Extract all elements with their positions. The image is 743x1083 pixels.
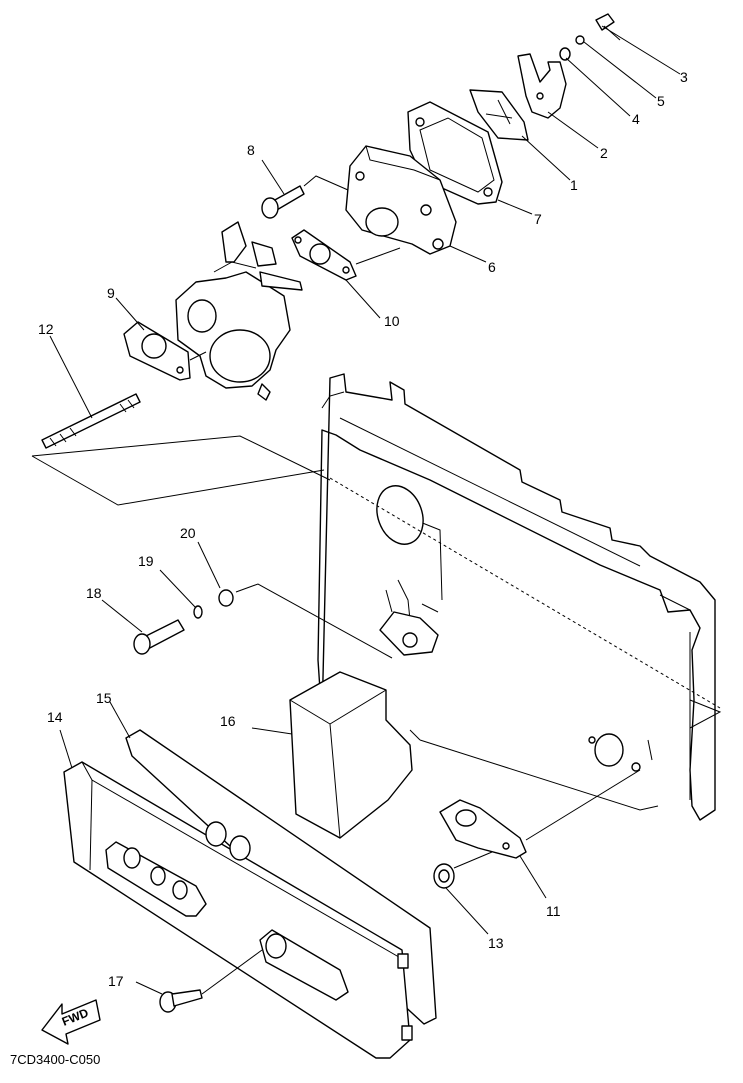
callout-9: 9	[107, 285, 115, 301]
callout-10: 10	[384, 313, 400, 329]
leader-lines	[49, 25, 681, 995]
gasket-part-9	[123, 321, 191, 381]
callout-19: 19	[138, 553, 154, 569]
screw-part-3	[595, 13, 621, 41]
callout-14: 14	[47, 709, 63, 725]
reed-plate-part-1	[469, 89, 529, 141]
stud-part-12	[41, 393, 141, 449]
callout-18: 18	[86, 585, 102, 601]
carburetor-assembly	[175, 221, 303, 401]
bolt-part-18	[133, 619, 185, 655]
engine-cover-panel	[317, 373, 716, 821]
callout-7: 7	[534, 211, 542, 227]
gasket-part-11	[439, 799, 527, 859]
callout-labels: 1 2 3 4 5 6 7 8 9 10 11 12 13 14 15 16 1…	[38, 69, 688, 989]
filter-element-part-16	[289, 671, 413, 839]
callout-2: 2	[600, 145, 608, 161]
forward-direction-arrow: FWD	[41, 999, 101, 1045]
nut-part-13	[433, 863, 455, 889]
assembly-line-12	[31, 435, 331, 481]
diagram-code: 7CD3400-C050	[10, 1052, 100, 1067]
callout-12: 12	[38, 321, 54, 337]
callout-3: 3	[680, 69, 688, 85]
callout-15: 15	[96, 690, 112, 706]
screw-part-17	[159, 989, 203, 1013]
washer-part-4	[559, 47, 571, 61]
washer-part-20	[218, 589, 234, 607]
callout-6: 6	[488, 259, 496, 275]
callout-4: 4	[632, 111, 640, 127]
callout-17: 17	[108, 973, 124, 989]
callout-1: 1	[570, 177, 578, 193]
callout-11: 11	[546, 903, 561, 919]
washer-part-5	[575, 35, 585, 45]
callout-13: 13	[488, 935, 504, 951]
gasket-part-10	[291, 229, 357, 281]
callout-16: 16	[220, 713, 236, 729]
bracket-part-2	[517, 53, 567, 119]
callout-5: 5	[657, 93, 665, 109]
bolt-part-8	[261, 185, 305, 219]
air-cleaner-case-part-14	[63, 761, 413, 1059]
callout-20: 20	[180, 525, 196, 541]
washer-part-19	[193, 605, 203, 619]
callout-8: 8	[247, 142, 255, 158]
